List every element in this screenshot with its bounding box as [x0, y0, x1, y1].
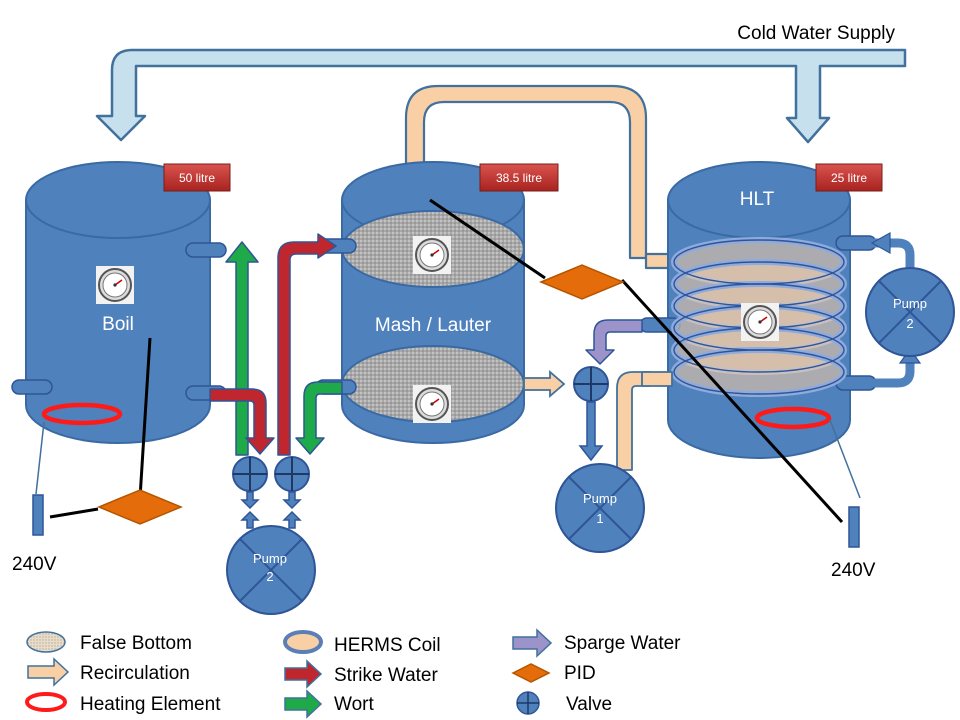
valve-legend-icon	[516, 691, 540, 715]
svg-text:2: 2	[266, 569, 273, 584]
mash-capacity-badge: 38.5 litre	[479, 163, 559, 192]
strike-water-pipe-boil	[209, 388, 275, 455]
heating-element-legend-icon	[25, 692, 67, 712]
legend-valve: Valve	[566, 694, 612, 715]
legend-false-bottom: False Bottom	[80, 633, 192, 654]
boil-heating-element	[41, 402, 123, 426]
power-plug-right	[848, 506, 860, 548]
legend-strike-water: Strike Water	[334, 665, 438, 686]
recirculation-pipe-pump-1	[616, 371, 673, 471]
boil-vessel	[11, 161, 227, 444]
svg-text:Pump: Pump	[583, 491, 617, 506]
sparge-water-pipe	[585, 319, 643, 365]
svg-text:38.5 litre: 38.5 litre	[496, 171, 542, 185]
recirculation-legend-icon	[27, 657, 70, 687]
svg-text:2: 2	[906, 316, 913, 331]
legend-herms-coil: HERMS Coil	[334, 635, 441, 656]
wort-legend-icon	[284, 689, 323, 719]
pid-hlt	[539, 264, 625, 300]
mash-lauter-label: Mash / Lauter	[375, 315, 492, 336]
valve-left-b-icon[interactable]	[274, 456, 310, 492]
cold-water-supply-pipe	[95, 48, 907, 144]
pid-boil	[97, 489, 183, 525]
boil-gauge-icon	[95, 265, 135, 305]
svg-text:Pump: Pump	[893, 296, 927, 311]
pump-2-left[interactable]: Pump 2	[226, 525, 316, 615]
power-label-right: 240V	[831, 560, 876, 581]
mash-outflow-arrow	[523, 370, 566, 398]
wort-pipe-mash	[295, 381, 343, 455]
legend-recirculation: Recirculation	[80, 663, 190, 684]
valve-middle-icon[interactable]	[573, 366, 609, 402]
valve-left-a-icon[interactable]	[232, 456, 268, 492]
boil-label: Boil	[102, 314, 134, 335]
power-label-left: 240V	[12, 554, 57, 575]
hlt-recirc-loop	[870, 238, 915, 388]
sparge-water-legend-icon	[512, 628, 553, 658]
strike-water-pipe-mash	[277, 233, 337, 456]
herms-coil-legend-icon	[283, 630, 323, 654]
pid-wiring	[49, 198, 844, 524]
hlt-capacity-badge: 25 litre	[815, 163, 883, 192]
cold-water-supply-label: Cold Water Supply	[737, 23, 895, 44]
valve-to-pump-1-arrow	[578, 401, 604, 462]
hlt-gauge-icon	[740, 302, 780, 342]
valve-to-pump-arrows-left	[240, 491, 302, 529]
svg-text:Pump: Pump	[253, 551, 287, 566]
boil-capacity-badge: 50 litre	[163, 163, 231, 192]
pump-1[interactable]: Pump 1	[555, 463, 645, 553]
strike-water-legend-icon	[284, 659, 323, 689]
svg-text:1: 1	[596, 511, 603, 526]
false-bottom-legend-icon	[26, 631, 66, 653]
mash-top-gauge-icon	[412, 235, 452, 275]
legend: False Bottom Recirculation Heating Eleme…	[25, 628, 681, 719]
wort-pipe-boil	[225, 241, 259, 456]
pump-2-right[interactable]: Pump 2	[865, 267, 955, 357]
legend-sparge-water: Sparge Water	[564, 633, 681, 654]
pid-legend-icon	[511, 663, 551, 683]
svg-text:50 litre: 50 litre	[179, 171, 215, 185]
legend-wort: Wort	[334, 694, 374, 715]
hlt-heating-element	[754, 406, 832, 430]
power-plug-left	[32, 494, 44, 536]
mash-bottom-gauge-icon	[412, 384, 452, 424]
mash-lauter-vessel	[315, 161, 525, 444]
hlt-label: HLT	[740, 189, 775, 210]
legend-pid: PID	[564, 663, 596, 684]
legend-heating-element: Heating Element	[80, 694, 221, 715]
svg-text:25 litre: 25 litre	[831, 171, 867, 185]
